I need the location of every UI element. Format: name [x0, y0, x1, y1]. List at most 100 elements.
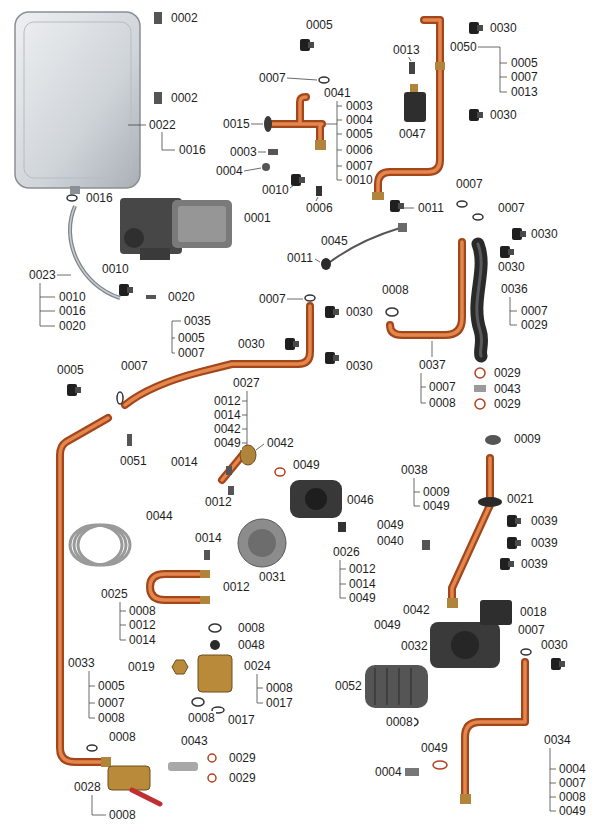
bracket-icon: [154, 92, 162, 104]
callout-number: 0049: [292, 458, 321, 472]
callout-number: 0030: [530, 227, 559, 241]
pipe-fitting: [447, 598, 458, 608]
valve-block: [178, 206, 226, 242]
callout-number: 0052: [334, 679, 363, 693]
callout-number: 0007: [510, 70, 539, 84]
callout-bracket: [40, 47, 556, 815]
leader-line: [258, 152, 266, 153]
callout-number: 0012: [128, 618, 157, 632]
callout-number: 0046: [346, 493, 375, 507]
bracket-icon: [154, 12, 162, 24]
small-part: [422, 540, 430, 550]
flexible-hose: [67, 195, 77, 201]
callout-number: 0021: [506, 492, 535, 506]
valve-block: [172, 200, 232, 248]
callout-number: 0049: [376, 518, 405, 532]
callout-bracket: [414, 478, 420, 506]
pipe-fitting: [372, 192, 384, 200]
callout-number: 0044: [145, 509, 174, 523]
small-part: [262, 163, 270, 171]
callout-number: 0006: [305, 201, 334, 215]
callout-number: 0005: [177, 331, 206, 345]
callout-number: 0030: [489, 108, 518, 122]
callout-number: 0041: [323, 86, 352, 100]
small-part: [127, 434, 132, 446]
callout-number: 0007: [97, 696, 126, 710]
valve: [172, 660, 188, 674]
copper-pipe: [150, 574, 206, 600]
copper-pipe: [272, 97, 322, 142]
copper-pipe: [60, 20, 525, 798]
leader-line: [403, 208, 414, 209]
small-part: [204, 550, 210, 560]
small-part: [228, 486, 234, 495]
expansion-vessel: [70, 186, 80, 194]
clip-icon: [507, 515, 521, 527]
callout-number: 0007: [558, 776, 587, 790]
pipe-fitting: [200, 570, 210, 578]
clip-icon: [390, 200, 404, 212]
callout-number: 0010: [345, 173, 374, 187]
small-part: [268, 149, 278, 155]
callout-number: 0018: [519, 605, 548, 619]
small-part: [404, 92, 426, 122]
callout-number: 0035: [183, 314, 212, 328]
callout-number: 0049: [420, 741, 449, 755]
small-part: [210, 640, 220, 650]
leader-line: [432, 341, 433, 357]
callout-number: 0016: [85, 191, 114, 205]
callout-number: 0010: [261, 183, 290, 197]
callout-number: 0004: [215, 164, 244, 178]
callout-number: 0047: [398, 127, 427, 141]
small-part: [473, 214, 483, 220]
small-part: [478, 497, 502, 507]
leader-line: [315, 259, 320, 262]
callout-number: 0016: [58, 304, 87, 318]
leader-line: [256, 444, 264, 450]
callout-number: 0003: [229, 145, 258, 159]
callout-number: 0023: [28, 268, 57, 282]
clip-icon: [512, 228, 526, 240]
callout-number: 0002: [170, 11, 199, 25]
pipe-fitting: [240, 445, 256, 465]
copper-pipe: [452, 458, 490, 603]
callout-number: 0005: [97, 679, 126, 693]
clip-icon: [67, 384, 81, 396]
callout-number: 0050: [449, 40, 478, 54]
callout-number: 0022: [148, 118, 177, 132]
clip-icon: [469, 22, 483, 34]
callout-number: 0020: [58, 319, 87, 333]
valve-block: [124, 228, 144, 248]
pipe-fitting: [315, 140, 326, 150]
callout-number: 0031: [258, 570, 287, 584]
callout-number: 0048: [237, 638, 266, 652]
callout-bracket: [500, 47, 507, 92]
small-part: [410, 84, 418, 92]
pump: [305, 488, 327, 510]
callout-number: 0001: [243, 211, 272, 225]
callout-number: 0005: [345, 127, 374, 141]
leader-line: [251, 124, 263, 125]
leader-line: [162, 130, 175, 150]
valve: [198, 655, 232, 692]
callout-number: 0007: [177, 346, 206, 360]
callout-number: 0045: [320, 234, 349, 248]
callout-number: 0024: [243, 659, 272, 673]
clip-icon: [325, 306, 339, 318]
pump: [430, 622, 500, 668]
callout-number: 0005: [56, 363, 85, 377]
callout-number: 0049: [422, 499, 451, 513]
callout-number: 0011: [417, 201, 445, 215]
callout-number: 0028: [73, 780, 102, 794]
callout-number: 0033: [67, 656, 96, 670]
callout-number: 0029: [493, 366, 522, 380]
callout-number: 0036: [500, 282, 529, 296]
small-part: [386, 308, 398, 316]
callout-number: 0030: [345, 359, 374, 373]
callout-number: 0007: [120, 359, 149, 373]
callout-number: 0008: [558, 790, 587, 804]
callout-number: 0008: [187, 711, 216, 725]
leader-line: [57, 47, 500, 450]
